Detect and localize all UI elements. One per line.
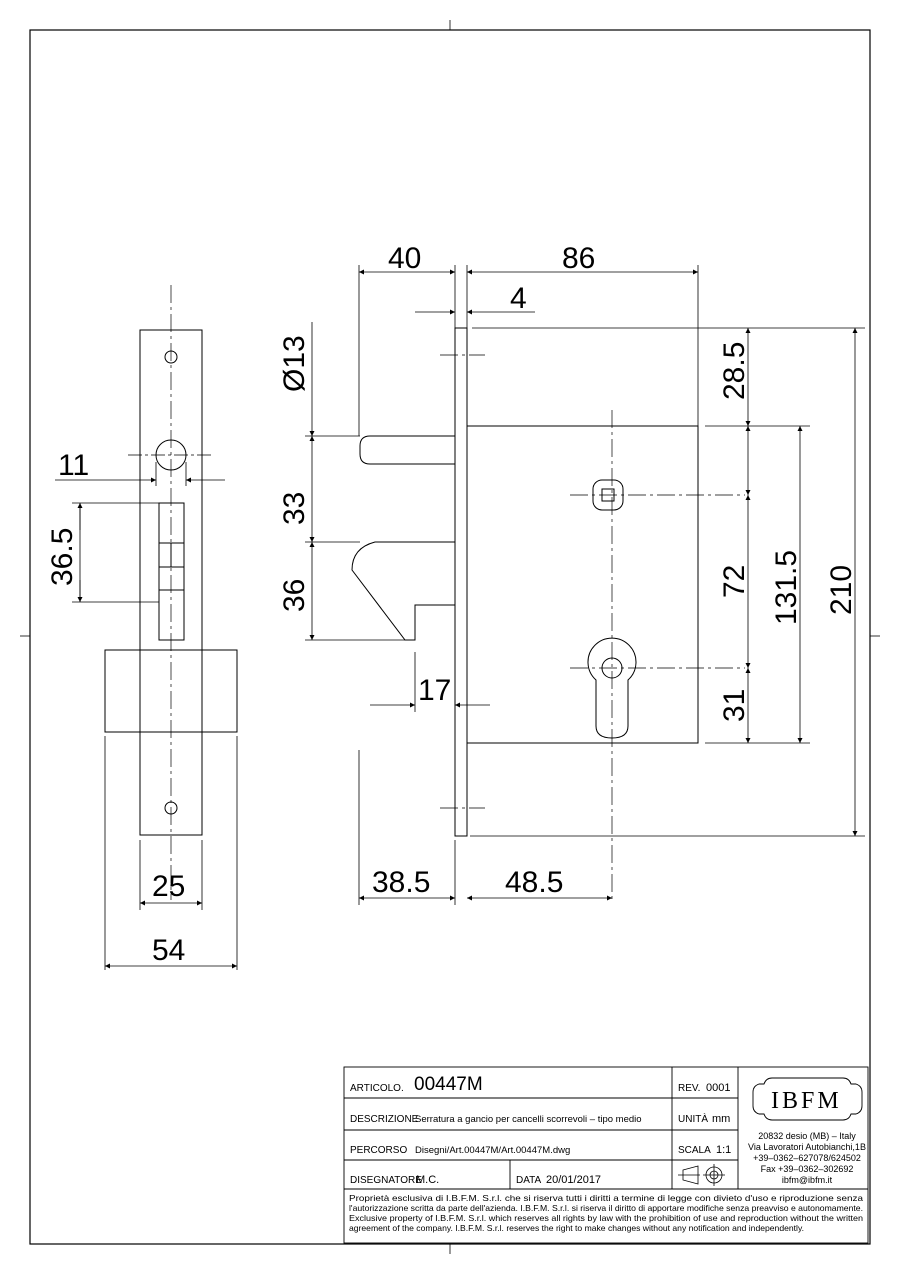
unita-label: UNITÀ bbox=[678, 1112, 708, 1125]
percorso-label: PERCORSO bbox=[350, 1145, 407, 1156]
address-line: +39–0362–627078/624502 bbox=[753, 1153, 861, 1163]
hook-slot bbox=[158, 502, 185, 641]
title-block bbox=[343, 1066, 869, 1244]
rev-value: 0001 bbox=[706, 1082, 730, 1094]
dim-4: 4 bbox=[510, 282, 527, 315]
data-label: DATA bbox=[516, 1175, 542, 1186]
hook bbox=[351, 541, 455, 641]
disegnatore-label: DISEGNATORE bbox=[350, 1175, 422, 1186]
front-dims bbox=[55, 462, 238, 970]
dim-33: 33 bbox=[278, 492, 311, 525]
dim-36-5: 36.5 bbox=[46, 528, 79, 586]
dim-d13: Ø13 bbox=[278, 335, 311, 392]
side-centerlines bbox=[440, 354, 745, 900]
articolo-value: 00447M bbox=[414, 1074, 483, 1095]
rev-label: REV. bbox=[678, 1083, 700, 1094]
address-line: 20832 desio (MB) – Italy bbox=[758, 1131, 856, 1141]
legal-note: l'autorizzazione scritta da parte dell'a… bbox=[349, 1204, 863, 1213]
side-dims bbox=[305, 265, 865, 905]
unita-value: mm bbox=[712, 1113, 730, 1125]
scala-label: SCALA bbox=[678, 1145, 711, 1156]
dim-210: 210 bbox=[825, 565, 858, 615]
dim-28-5: 28.5 bbox=[718, 342, 751, 400]
dim-25: 25 bbox=[152, 870, 185, 903]
dim-38-5: 38.5 bbox=[372, 866, 430, 899]
bolt bbox=[359, 435, 455, 465]
dim-131-5: 131.5 bbox=[770, 550, 803, 625]
faceplate-side bbox=[454, 327, 468, 837]
legal-note: Proprietà esclusiva di I.B.F.M. S.r.l. c… bbox=[349, 1194, 864, 1203]
address-line: ibfm@ibfm.it bbox=[782, 1175, 833, 1185]
dim-11: 11 bbox=[58, 449, 89, 482]
projection-symbol-icon bbox=[678, 1164, 725, 1186]
lock-body bbox=[466, 425, 699, 744]
sheet-border bbox=[29, 29, 871, 1245]
dim-31: 31 bbox=[718, 689, 751, 722]
address-line: Via Lavoratori Autobianchi,1B bbox=[748, 1142, 866, 1152]
dim-36: 36 bbox=[278, 579, 311, 612]
legal-note: agreement of the company. I.B.F.M. S.r.l… bbox=[349, 1224, 804, 1233]
dim-86: 86 bbox=[562, 242, 595, 275]
side-view bbox=[351, 327, 699, 837]
scala-value: 1:1 bbox=[716, 1144, 731, 1156]
legal-note: Exclusive property of I.B.F.M. S.r.l. wh… bbox=[349, 1214, 863, 1223]
dim-17: 17 bbox=[418, 674, 451, 707]
dim-72: 72 bbox=[718, 565, 751, 598]
disegnatore-value: M.C. bbox=[416, 1174, 439, 1186]
percorso-value: Disegni/Art.00447M/Art.00447M.dwg bbox=[415, 1145, 570, 1156]
ibfm-logo bbox=[752, 1077, 863, 1121]
dim-40: 40 bbox=[388, 242, 421, 275]
articolo-label: ARTICOLO. bbox=[350, 1083, 404, 1094]
descrizione-value: Serratura a gancio per cancelli scorrevo… bbox=[415, 1114, 642, 1125]
dim-54: 54 bbox=[152, 934, 185, 967]
logo-text: IBFM bbox=[771, 1088, 842, 1114]
descrizione-label: DESCRIZIONE bbox=[350, 1114, 419, 1125]
data-value: 20/01/2017 bbox=[546, 1174, 601, 1186]
dim-48-5: 48.5 bbox=[505, 866, 563, 899]
centering-marks bbox=[20, 20, 880, 1254]
address-line: Fax +39–0362–302692 bbox=[761, 1164, 854, 1174]
